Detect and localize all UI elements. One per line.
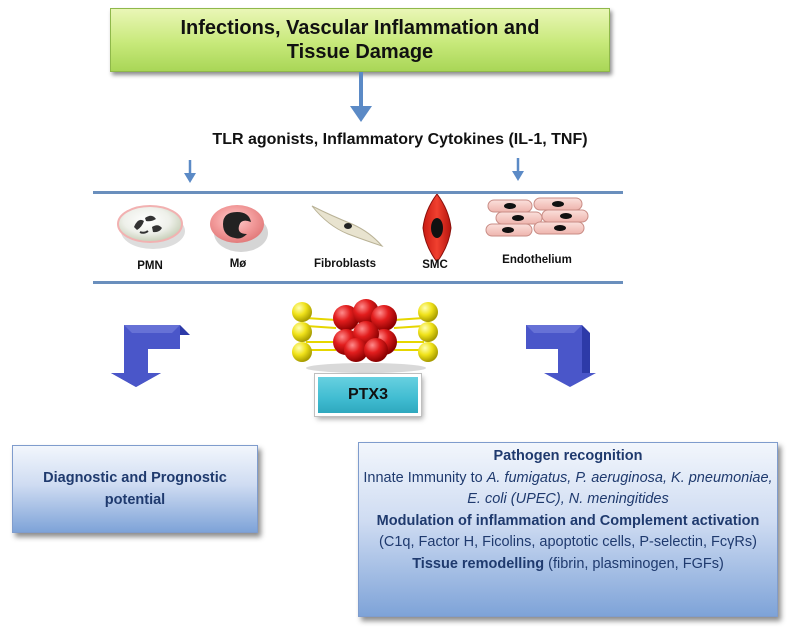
ptx3-molecule-icon [292, 299, 438, 373]
modulation-heading: Modulation of inflammation and Complemen… [376, 512, 760, 529]
ptx3-label-box: PTX3 [315, 374, 421, 416]
endothelium-cell-icon [485, 197, 589, 237]
band-top-line [93, 191, 623, 194]
remodelling-line: Tissue remodelling (fibrin, plasminogen,… [359, 554, 777, 576]
innate-immunity-prefix: Innate Immunity to [363, 469, 487, 486]
innate-immunity-line: Innate Immunity to A. fumigatus, P. aeru… [359, 468, 777, 511]
bent-arrow-left [111, 325, 190, 387]
title-text: Infections, Vascular Inflammation and Ti… [180, 17, 540, 63]
cell-label-macrophage: Mø [229, 258, 247, 270]
diagnostic-box: Diagnostic and Prognostic potential [12, 445, 258, 533]
fibroblast-cell-icon [311, 205, 384, 248]
down-arrow-left [184, 160, 196, 183]
macrophage-cell-icon [210, 205, 268, 252]
smc-cell-icon [422, 194, 452, 263]
down-arrow-right [512, 158, 524, 181]
cell-label-pmn: PMN [137, 260, 163, 272]
remodelling-text: (fibrin, plasminogen, FGFs) [544, 555, 724, 572]
agonists-text: TLR agonists, Inflammatory Cytokines (IL… [212, 131, 588, 148]
pathogen-species: A. fumigatus, P. aeruginosa, K. pneumoni… [467, 469, 773, 508]
modulation-text: (C1q, Factor H, Ficolins, apoptotic cell… [379, 534, 757, 550]
bent-arrow-right [526, 325, 596, 387]
band-bottom-line [93, 281, 623, 284]
ptx3-label: PTX3 [347, 386, 388, 403]
flow-arrows [184, 72, 524, 183]
pathogen-heading: Pathogen recognition [493, 448, 643, 464]
cell-label-fibroblasts: Fibroblasts [314, 258, 376, 270]
remodelling-heading: Tissue remodelling [412, 555, 545, 572]
title-box: Infections, Vascular Inflammation and Ti… [110, 8, 610, 72]
cell-label-smc: SMC [422, 259, 448, 271]
diagnostic-text: Diagnostic and Prognostic potential [43, 470, 227, 508]
down-arrow-main [350, 72, 372, 122]
pmn-cell-icon [117, 205, 185, 249]
cell-label-endothelium: Endothelium [502, 254, 572, 266]
pathogen-recognition-box: Pathogen recognition Innate Immunity to … [358, 442, 778, 617]
cell-illustrations [117, 194, 589, 263]
modulation-line: Modulation of inflammation and Complemen… [359, 511, 777, 554]
